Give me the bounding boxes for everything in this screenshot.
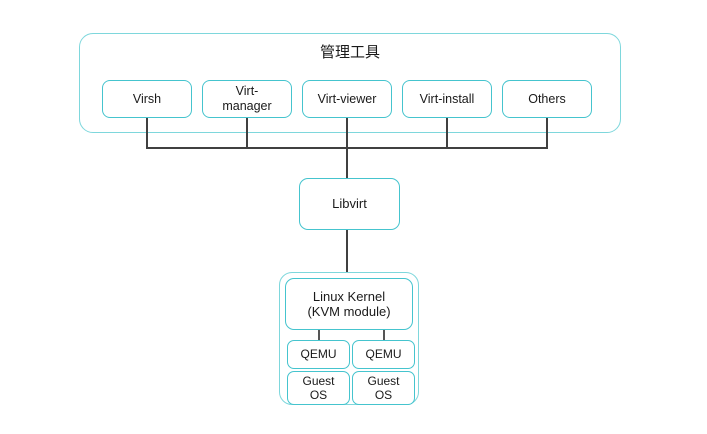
management-tools-group-title: 管理工具: [319, 43, 380, 61]
connector-virt-manager-to-bus: [246, 118, 248, 149]
qemu-node-left[interactable]: QEMU: [287, 340, 350, 369]
qemu-node-right[interactable]: QEMU: [352, 340, 415, 369]
connector-kernel-to-qemu-right: [383, 330, 385, 340]
connector-others-to-bus: [546, 118, 548, 149]
connector-libvirt-to-kernel: [346, 230, 348, 278]
linux-kernel-node[interactable]: Linux Kernel (KVM module): [285, 278, 413, 330]
connector-kernel-to-qemu-left: [318, 330, 320, 340]
guest-os-node-right[interactable]: Guest OS: [352, 371, 415, 405]
tool-node-virt-install[interactable]: Virt-install: [402, 80, 492, 118]
guest-os-node-left[interactable]: Guest OS: [287, 371, 350, 405]
tool-node-virt-viewer[interactable]: Virt-viewer: [302, 80, 392, 118]
connector-bus-to-libvirt: [346, 147, 348, 179]
tool-node-others[interactable]: Others: [502, 80, 592, 118]
connector-virt-install-to-bus: [446, 118, 448, 149]
tool-node-virt-manager[interactable]: Virt- manager: [202, 80, 292, 118]
connector-virt-viewer-to-bus: [346, 118, 348, 149]
libvirt-node[interactable]: Libvirt: [299, 178, 400, 230]
connector-virsh-to-bus: [146, 118, 148, 149]
tool-node-virsh[interactable]: Virsh: [102, 80, 192, 118]
